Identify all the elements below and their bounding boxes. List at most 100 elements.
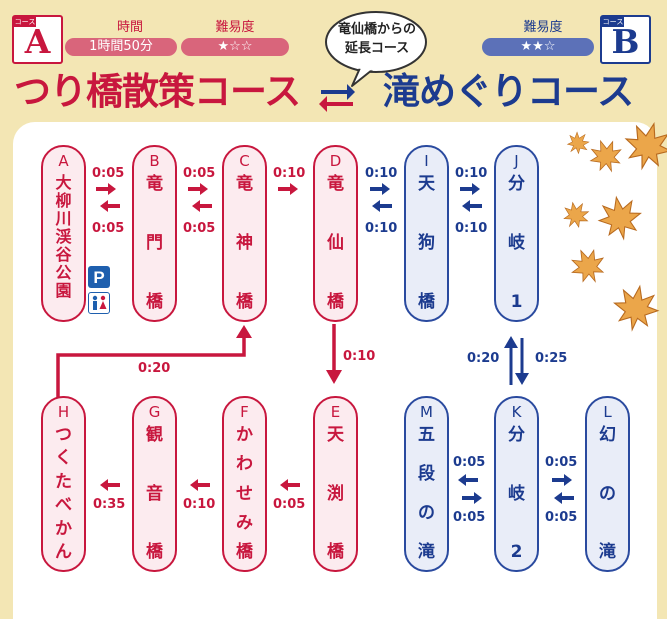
node-c[interactable]: C 竜 神 橋	[222, 145, 267, 322]
node-h-char: た	[55, 471, 72, 492]
node-l[interactable]: L 幻 の 滝	[585, 396, 630, 572]
two-way-arrow-icon	[319, 84, 355, 112]
node-f-name: か わ せ み 橋	[236, 425, 253, 562]
node-m[interactable]: M 五 段 の 滝	[404, 396, 449, 572]
node-g[interactable]: G 観 音 橋	[132, 396, 177, 572]
time-ab-fwd: 0:05	[92, 166, 125, 181]
node-k-name: 分 岐 2	[508, 425, 525, 562]
ef-arrow	[280, 479, 300, 491]
ij-fwd-arrow	[460, 183, 480, 195]
node-j-label: J	[514, 152, 519, 170]
node-h[interactable]: H つ く た べ か ん	[41, 396, 86, 572]
course-a-difficulty-label: 難易度	[215, 20, 255, 35]
node-i-char: 天	[418, 174, 435, 194]
loop-line	[56, 335, 246, 398]
ij-back-arrow	[462, 200, 482, 212]
node-i-name: 天 狗 橋	[418, 174, 435, 312]
node-k-char: 岐	[508, 483, 525, 504]
bc-fwd-arrow	[188, 183, 208, 195]
km-fwd-arrow	[458, 474, 478, 486]
node-g-name: 観 音 橋	[146, 425, 163, 562]
node-k[interactable]: K 分 岐 2	[494, 396, 539, 572]
node-a-char: 柳	[55, 191, 72, 210]
node-l-char: 滝	[599, 542, 616, 562]
node-l-char: 幻	[599, 425, 616, 445]
course-b-badge: コース B	[600, 15, 651, 64]
loop-arrowhead	[236, 325, 252, 338]
course-b-letter: B	[611, 22, 640, 61]
node-e-name: 天 渕 橋	[327, 425, 344, 562]
node-j[interactable]: J 分 岐 1	[494, 145, 539, 322]
maple-leaf-icon	[557, 118, 667, 335]
time-bc-back: 0:05	[183, 221, 216, 236]
node-h-name: つ く た べ か ん	[55, 425, 72, 562]
node-a-label: A	[58, 152, 69, 170]
node-a-char: 谷	[55, 245, 72, 264]
node-m-name: 五 段 の 滝	[418, 425, 435, 562]
node-a-char: 渓	[55, 227, 72, 246]
node-f-char: せ	[236, 483, 253, 504]
ab-fwd-arrow	[96, 183, 116, 195]
node-b-label: B	[149, 152, 160, 170]
course-a-letter: A	[24, 22, 51, 61]
node-f-char: わ	[236, 454, 253, 475]
di-back-arrow	[372, 200, 392, 212]
node-c-char: 橋	[236, 292, 253, 312]
node-m-char: の	[418, 503, 435, 523]
node-h-char: べ	[55, 495, 72, 516]
node-g-char: 観	[146, 425, 163, 445]
course-b-difficulty-value: ★★☆	[482, 38, 594, 56]
course-b-difficulty-label: 難易度	[523, 20, 563, 35]
node-a-name: 大 柳 川 渓 谷 公 園	[55, 174, 71, 312]
node-f[interactable]: F か わ せ み 橋	[222, 396, 267, 572]
node-e[interactable]: E 天 渕 橋	[313, 396, 358, 572]
node-f-char: み	[236, 512, 253, 533]
fg-arrow	[190, 479, 210, 491]
node-l-name: 幻 の 滝	[599, 425, 616, 562]
node-m-label: M	[420, 403, 433, 421]
node-h-char: く	[55, 448, 72, 469]
course-a-difficulty-value: ★☆☆	[181, 38, 289, 56]
node-d-name: 竜 仙 橋	[327, 174, 344, 312]
node-j-name: 分 岐 1	[508, 174, 525, 312]
time-de-down: 0:10	[343, 349, 376, 364]
node-a-char: 公	[55, 263, 72, 282]
bc-back-arrow	[192, 200, 212, 212]
svg-text:P: P	[93, 268, 104, 287]
node-f-char: か	[236, 425, 253, 445]
node-m-char: 五	[418, 425, 435, 445]
course-a-cap: コース	[14, 17, 36, 27]
bubble-line-2: 延長コース	[344, 41, 410, 56]
time-kl-fwd: 0:05	[545, 455, 578, 470]
time-di-back: 0:10	[365, 221, 398, 236]
bubble-text: 竜仙橋からの 延長コース	[326, 20, 428, 58]
course-a-badge: コース A	[12, 15, 63, 64]
node-a[interactable]: A 大 柳 川 渓 谷 公 園	[41, 145, 86, 322]
node-i[interactable]: I 天 狗 橋	[404, 145, 449, 322]
node-b[interactable]: B 竜 門 橋	[132, 145, 177, 322]
time-gh: 0:35	[93, 497, 126, 512]
j-k-up-arrowhead	[504, 336, 518, 348]
time-jk-down: 0:25	[535, 351, 568, 366]
node-l-char: の	[599, 483, 616, 504]
node-k-char: 分	[508, 425, 525, 445]
time-ef: 0:05	[273, 497, 306, 512]
node-m-char: 滝	[418, 542, 435, 562]
node-d[interactable]: D 竜 仙 橋	[313, 145, 358, 322]
node-a-char: 園	[55, 281, 72, 300]
time-jk-up: 0:20	[467, 351, 500, 366]
time-di-fwd: 0:10	[365, 166, 398, 181]
node-d-label: D	[329, 152, 342, 170]
node-a-char: 大	[55, 173, 72, 192]
node-i-char: 狗	[418, 233, 435, 253]
d-e-arrowhead	[326, 370, 342, 384]
parking-icon: P	[88, 266, 110, 288]
node-d-char: 橋	[327, 292, 344, 312]
ab-back-arrow	[100, 200, 120, 212]
bubble-line-1: 竜仙橋からの	[337, 22, 416, 37]
node-c-label: C	[239, 152, 250, 170]
di-fwd-arrow	[370, 183, 390, 195]
gh-arrow	[100, 479, 120, 491]
node-k-label: K	[511, 403, 522, 421]
